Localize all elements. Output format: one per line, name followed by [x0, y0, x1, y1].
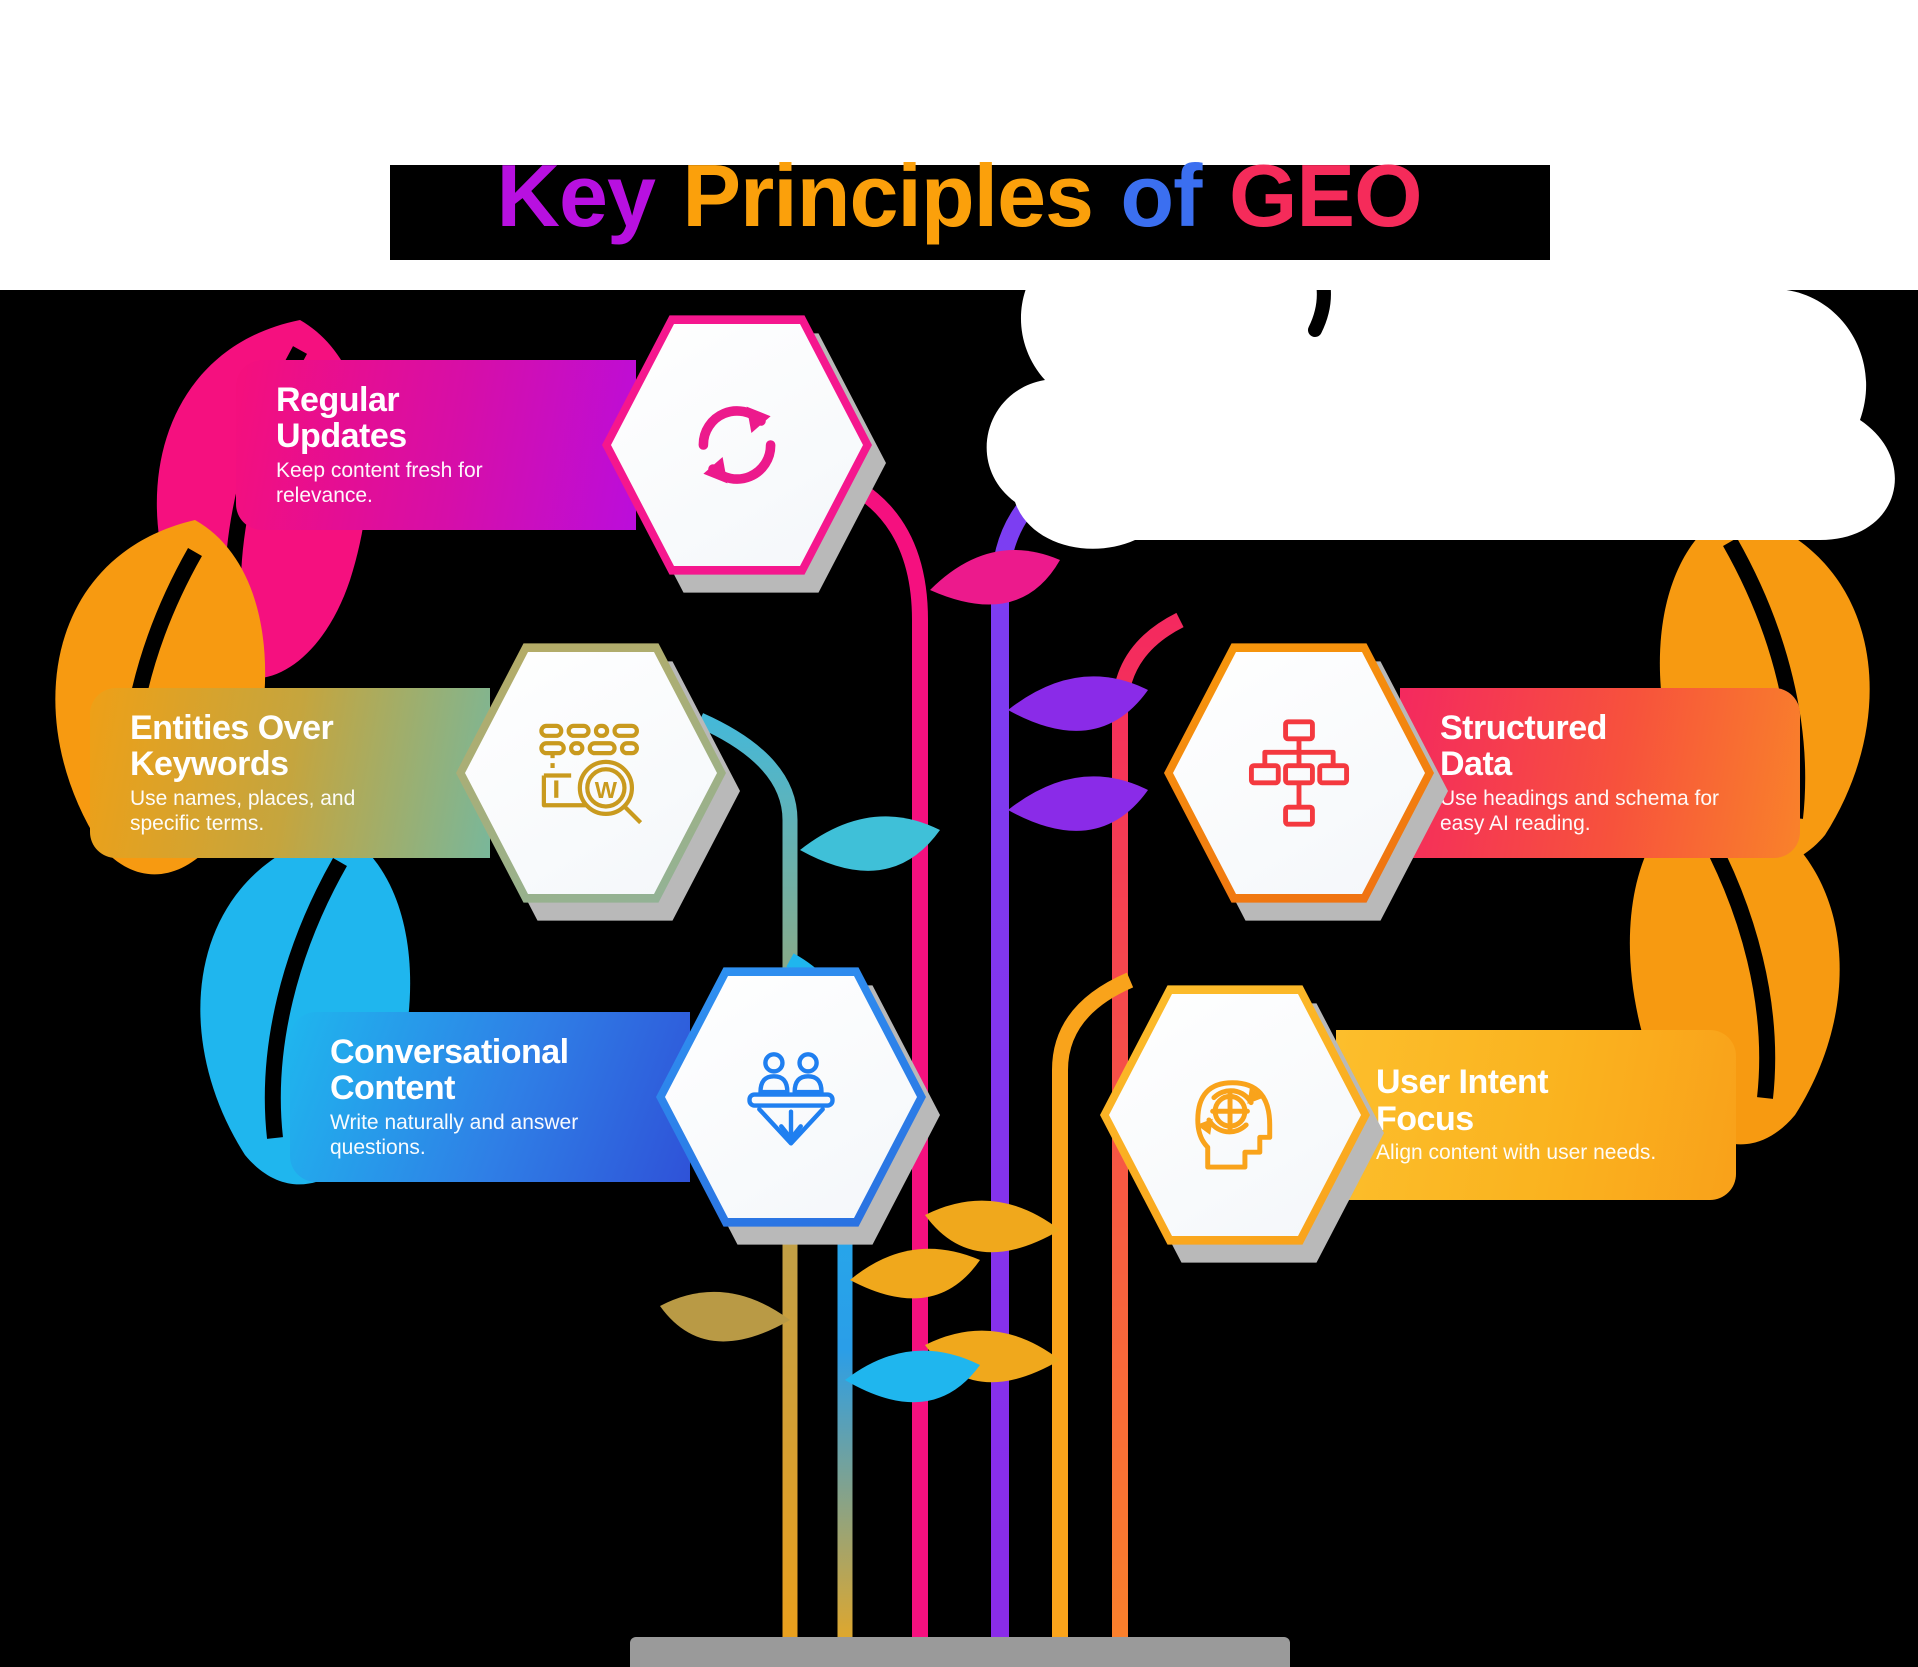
card-user-intent-focus[interactable]: User Intent Focus Align content with use… — [1100, 980, 1736, 1263]
card-structured-data[interactable]: Structured Data Use headings and schema … — [1164, 638, 1800, 921]
keyword-search-icon: W — [539, 723, 643, 825]
conversation-funnel-icon — [747, 1052, 835, 1146]
card-entities-over-keywords-icon-badge[interactable]: W — [456, 638, 740, 921]
card-structured-data-ribbon: Structured Data Use headings and schema … — [1400, 688, 1800, 858]
head-target-icon — [1195, 1080, 1273, 1170]
page-title: Key Principles of GEO — [0, 149, 1918, 242]
refresh-icon — [698, 406, 776, 484]
card-structured-data-desc: Use headings and schema for easy AI read… — [1440, 786, 1719, 835]
card-user-intent-focus-ribbon: User Intent Focus Align content with use… — [1336, 1030, 1736, 1200]
card-entities-over-keywords-desc: Use names, places, and specific terms. — [130, 786, 356, 835]
card-regular-updates-title: Regular Updates — [276, 380, 407, 456]
card-entities-over-keywords[interactable]: Entities Over Keywords Use names, places… — [90, 638, 740, 921]
cloud-shape — [986, 290, 1895, 549]
ground-bar — [630, 1637, 1290, 1667]
card-user-intent-focus-title: User Intent Focus — [1376, 1062, 1549, 1138]
title-bar: Key Principles of GEO — [0, 0, 1918, 290]
svg-text:W: W — [595, 777, 618, 803]
title-word-key: Key — [496, 146, 655, 245]
title-word-geo: GEO — [1228, 146, 1423, 245]
card-user-intent-focus-icon-badge[interactable] — [1100, 980, 1384, 1263]
card-conversational-content-ribbon: Conversational Content Write naturally a… — [290, 1012, 690, 1182]
card-regular-updates-desc: Keep content fresh for relevance. — [276, 458, 483, 507]
card-entities-over-keywords-title: Entities Over Keywords — [130, 708, 334, 784]
hierarchy-icon — [1248, 719, 1350, 827]
title-word-principles: Principles — [682, 146, 1094, 245]
card-entities-over-keywords-ribbon: Entities Over Keywords Use names, places… — [90, 688, 490, 858]
card-conversational-content-icon-badge[interactable] — [656, 962, 940, 1245]
card-conversational-content-desc: Write naturally and answer questions. — [330, 1110, 579, 1159]
card-regular-updates-icon-badge[interactable] — [602, 310, 886, 593]
card-structured-data-icon-badge[interactable] — [1164, 638, 1448, 921]
title-word-of: of — [1120, 146, 1202, 245]
card-regular-updates[interactable]: Regular Updates Keep content fresh for r… — [236, 310, 886, 593]
card-regular-updates-ribbon: Regular Updates Keep content fresh for r… — [236, 360, 636, 530]
card-conversational-content[interactable]: Conversational Content Write naturally a… — [290, 962, 940, 1245]
card-structured-data-title: Structured Data — [1440, 708, 1607, 784]
diagram-canvas: Regular Updates Keep content fresh for r… — [0, 290, 1918, 1667]
card-conversational-content-title: Conversational Content — [330, 1032, 569, 1108]
card-user-intent-focus-desc: Align content with user needs. — [1376, 1141, 1657, 1165]
title-backdrop — [390, 165, 1550, 260]
